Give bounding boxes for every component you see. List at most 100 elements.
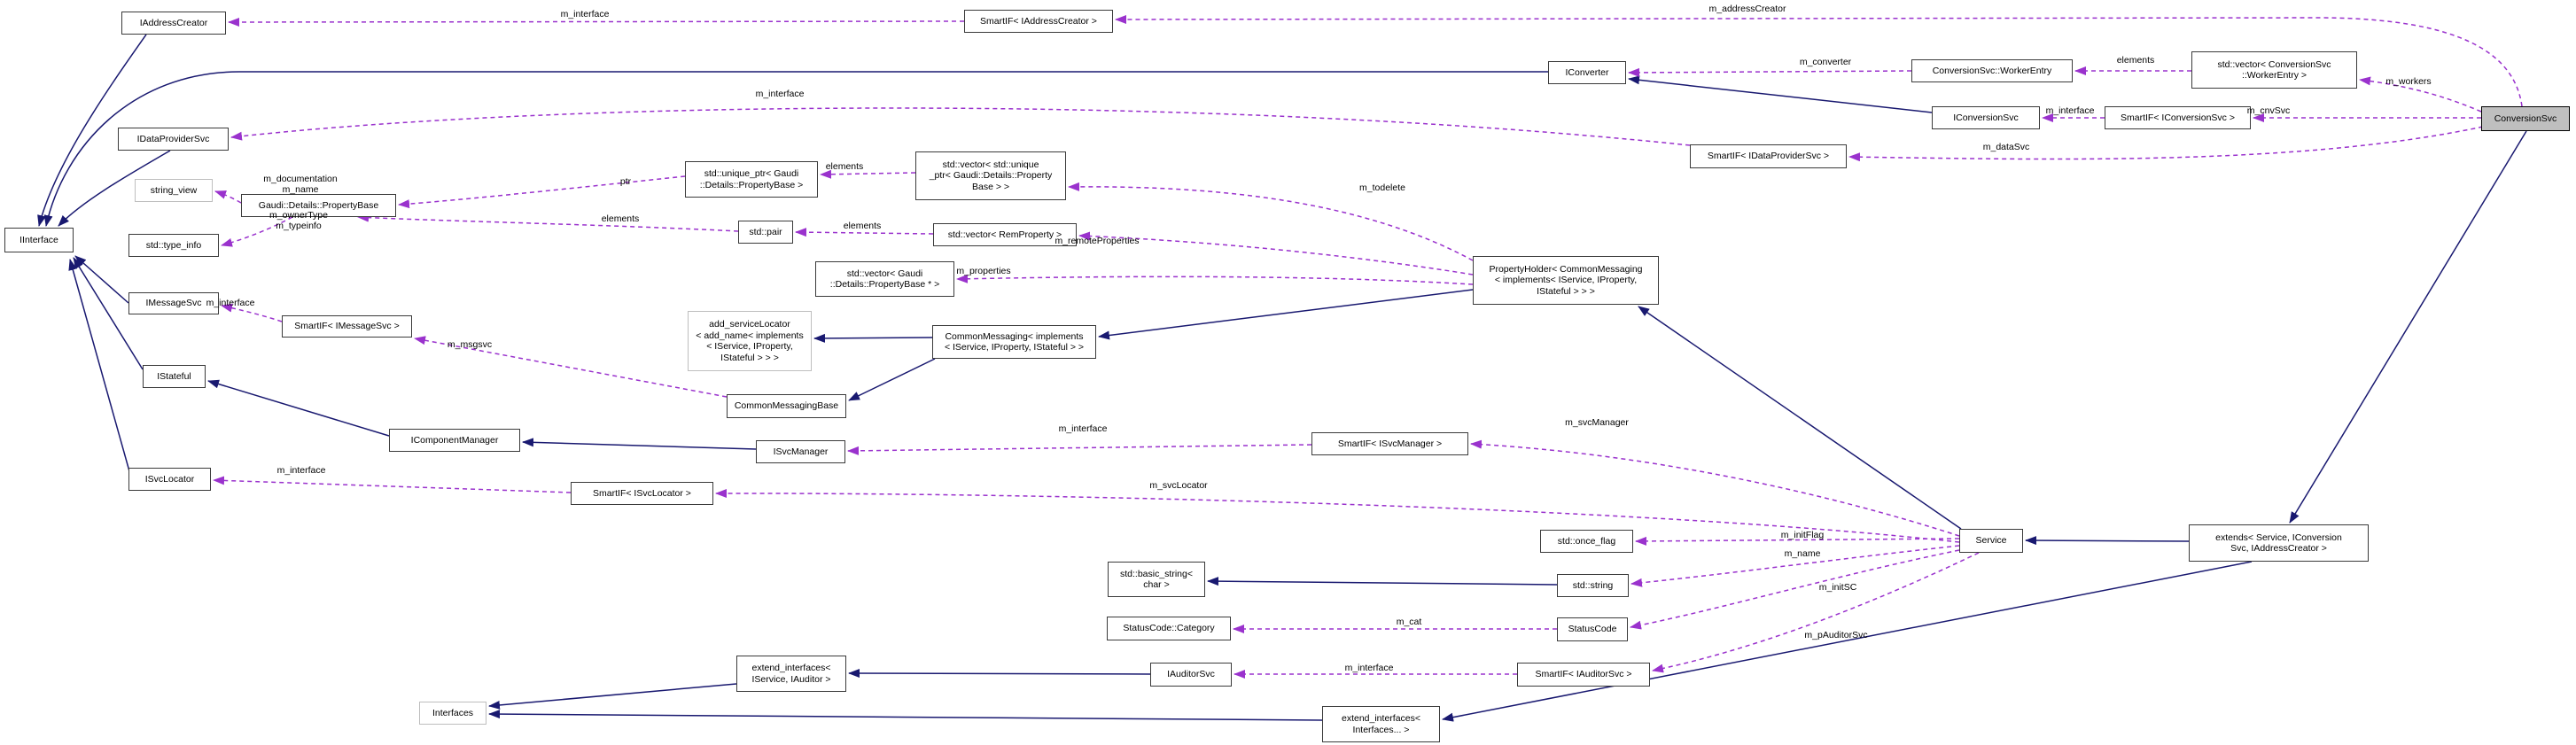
class-node-label: Svc, IAddressCreator >: [2230, 543, 2327, 554]
class-node-std-pair[interactable]: std::pair: [738, 221, 793, 244]
edge-propertyholder-uses-vector-unique-ptr: [1068, 182, 1474, 261]
class-node-label: std::vector< ConversionSvc: [2217, 58, 2331, 70]
edge-extends-inherits-service: [2025, 536, 2190, 546]
class-node-iaddresscreator[interactable]: IAddressCreator: [121, 12, 226, 35]
edge-label-propertyholder-uses-vector-remproperty: m_remoteProperties: [1055, 236, 1140, 246]
class-node-label: std::type_info: [145, 239, 202, 251]
class-node-label: std::unique_ptr< Gaudi: [704, 168, 799, 179]
edge-label-vector-unique-ptr-uses-unique-ptr: elements: [825, 161, 864, 172]
edge-label-service-uses-std-string: m_name: [1784, 548, 1821, 559]
edge-commonmessaging-inherits-commonmessagingbase: [848, 358, 936, 401]
class-node-statuscode[interactable]: StatusCode: [1557, 617, 1628, 641]
class-node-commonmessagingbase[interactable]: CommonMessagingBase: [727, 394, 846, 418]
class-node-idataprovidersvc[interactable]: IDataProviderSvc: [118, 128, 229, 151]
class-node-label: std::vector< Gaudi: [846, 268, 923, 279]
class-node-std-type-info[interactable]: std::type_info: [128, 234, 219, 257]
class-node-extend-interfaces-pack[interactable]: extend_interfaces<Interfaces... >: [1322, 706, 1440, 742]
edge-label-conversionsvc-uses-smartif-idataprovidersvc: m_dataSvc: [1982, 142, 2030, 152]
class-node-label: IStateful: [157, 370, 191, 382]
class-node-commonmessaging[interactable]: CommonMessaging< implements< IService, I…: [932, 325, 1096, 359]
class-node-label: IConversionSvc: [1953, 112, 2019, 123]
class-node-iconversionsvc[interactable]: IConversionSvc: [1932, 106, 2040, 129]
edge-propertybase-uses-std-type-info: [221, 216, 293, 247]
class-node-smartif-imessagesvc[interactable]: SmartIF< IMessageSvc >: [282, 315, 412, 338]
class-node-iinterface[interactable]: IInterface: [4, 228, 74, 252]
class-node-label: IComponentManager: [410, 434, 499, 446]
class-node-vector-remproperty[interactable]: std::vector< RemProperty >: [933, 223, 1077, 246]
class-node-std-string[interactable]: std::string: [1557, 574, 1629, 597]
class-node-label: SmartIF< IMessageSvc >: [294, 321, 400, 332]
class-node-smartif-iaddresscreator[interactable]: SmartIF< IAddressCreator >: [964, 10, 1113, 33]
class-node-std-once-flag[interactable]: std::once_flag: [1540, 530, 1633, 553]
class-node-label: < add_name< implements: [696, 330, 804, 341]
edge-smartif-idataprovidersvc-uses-idataprovidersvc: [230, 107, 1691, 146]
class-node-label: ISvcManager: [773, 446, 829, 457]
edge-label-conversionsvc-uses-vector-workerentry: m_workers: [2385, 76, 2432, 87]
edge-label-smartif-imessagesvc-uses-imessagesvc: m_interface: [206, 298, 255, 308]
class-node-iauditorsvc[interactable]: IAuditorSvc: [1150, 663, 1232, 687]
class-node-label: SmartIF< IAddressCreator >: [980, 15, 1097, 27]
class-node-imessagesvc[interactable]: IMessageSvc: [128, 292, 219, 314]
class-node-service[interactable]: Service: [1959, 529, 2023, 553]
class-node-label: Gaudi::Details::PropertyBase: [258, 199, 379, 211]
class-node-label: SmartIF< IDataProviderSvc >: [1707, 151, 1830, 162]
class-node-label: Interfaces... >: [1352, 724, 1410, 735]
class-node-label: extend_interfaces<: [1341, 713, 1421, 724]
class-node-label: < IService, IProperty,: [706, 341, 793, 352]
class-node-smartif-iconversionsvc[interactable]: SmartIF< IConversionSvc >: [2105, 106, 2251, 129]
class-node-propertyholder[interactable]: PropertyHolder< CommonMessaging< impleme…: [1473, 256, 1659, 305]
class-node-vector-propertybase-ptr[interactable]: std::vector< Gaudi::Details::PropertyBas…: [815, 261, 954, 297]
class-node-smartif-idataprovidersvc[interactable]: SmartIF< IDataProviderSvc >: [1690, 144, 1847, 168]
class-node-label: char >: [1143, 579, 1170, 590]
edge-extends-inherits-extend-interfaces-pack: [1442, 561, 2253, 722]
edge-conversionsvc-uses-vector-workerentry: [2359, 76, 2482, 113]
edge-label-conversionsvc-workerentry-uses-iconverter: m_converter: [1799, 57, 1852, 67]
class-node-label: Service: [1975, 535, 2007, 547]
class-node-interfaces: Interfaces: [419, 702, 486, 725]
edge-unique-ptr-uses-propertybase: [398, 175, 686, 209]
class-node-label: SmartIF< IAuditorSvc >: [1535, 669, 1632, 680]
class-node-vector-workerentry[interactable]: std::vector< ConversionSvc::WorkerEntry …: [2191, 51, 2357, 89]
edge-service-uses-std-once-flag: [1635, 536, 1960, 546]
class-node-iconverter[interactable]: IConverter: [1548, 61, 1626, 84]
class-node-smartif-isvcmanager[interactable]: SmartIF< ISvcManager >: [1311, 432, 1468, 455]
class-node-smartif-isvclocator[interactable]: SmartIF< ISvcLocator >: [571, 482, 713, 505]
edge-smartif-isvcmanager-uses-isvcmanager: [847, 444, 1312, 455]
class-node-label: std::once_flag: [1557, 535, 1616, 547]
edge-label-statuscode-uses-statuscode-category: m_cat: [1396, 617, 1422, 627]
edge-conversionsvc-uses-smartif-idataprovidersvc: [1848, 126, 2484, 162]
class-node-icomponentmanager[interactable]: IComponentManager: [389, 429, 520, 452]
edge-extend-interfaces-pack-inherits-interfaces: [488, 710, 1323, 721]
edge-extend-interfaces-ia-inherits-interfaces: [488, 683, 737, 710]
edge-std-pair-uses-propertybase: [357, 213, 739, 232]
class-node-istateful[interactable]: IStateful: [143, 365, 206, 388]
class-node-statuscode-category[interactable]: StatusCode::Category: [1107, 617, 1231, 640]
edge-isvcmanager-inherits-icomponentmanager: [522, 438, 757, 450]
edge-label-service-uses-std-once-flag: m_initFlag: [1780, 530, 1825, 540]
class-node-unique-ptr[interactable]: std::unique_ptr< Gaudi::Details::Propert…: [685, 161, 818, 198]
class-node-extend-interfaces-iservice-iauditor[interactable]: extend_interfaces<IService, IAuditor >: [736, 656, 846, 692]
class-node-isvcmanager[interactable]: ISvcManager: [756, 440, 845, 463]
edge-label-smartif-iconversionsvc-uses-iconversionsvc: m_interface: [2045, 105, 2095, 116]
class-node-smartif-iauditorsvc[interactable]: SmartIF< IAuditorSvc >: [1517, 663, 1650, 687]
class-node-label: ConversionSvc: [2494, 113, 2557, 124]
edge-idataprovidersvc-inherits-iinterface: [58, 150, 171, 227]
class-node-vector-unique-ptr[interactable]: std::vector< std::unique_ptr< Gaudi::Det…: [915, 151, 1066, 200]
edge-label-conversionsvc-uses-smartif-iconversionsvc: m_cnvSvc: [2246, 105, 2291, 116]
edge-label-smartif-iauditorsvc-uses-iauditorsvc: m_interface: [1344, 663, 1394, 673]
class-node-isvclocator[interactable]: ISvcLocator: [128, 468, 211, 491]
class-node-std-basic-string[interactable]: std::basic_string<char >: [1108, 562, 1205, 597]
class-node-label: std::string: [1572, 579, 1614, 591]
class-node-conversionsvc-workerentry[interactable]: ConversionSvc::WorkerEntry: [1911, 59, 2073, 82]
edge-propertybase-uses-string-view: [214, 190, 242, 204]
class-node-label: CommonMessaging< implements: [945, 330, 1084, 342]
edge-label-propertybase-uses-std-type-info: m_ownerType m_typeinfo: [269, 210, 328, 231]
class-node-propertybase[interactable]: Gaudi::Details::PropertyBase: [241, 194, 396, 217]
edge-service-uses-statuscode: [1630, 549, 1960, 630]
edge-conversionsvc-uses-smartif-iaddresscreator: [1115, 14, 2523, 107]
edge-std-string-inherits-std-basic-string: [1207, 577, 1558, 586]
edge-label-conversionsvc-uses-smartif-iaddresscreator: m_addressCreator: [1708, 4, 1786, 14]
edge-propertyholder-uses-vector-remproperty: [1078, 231, 1474, 275]
